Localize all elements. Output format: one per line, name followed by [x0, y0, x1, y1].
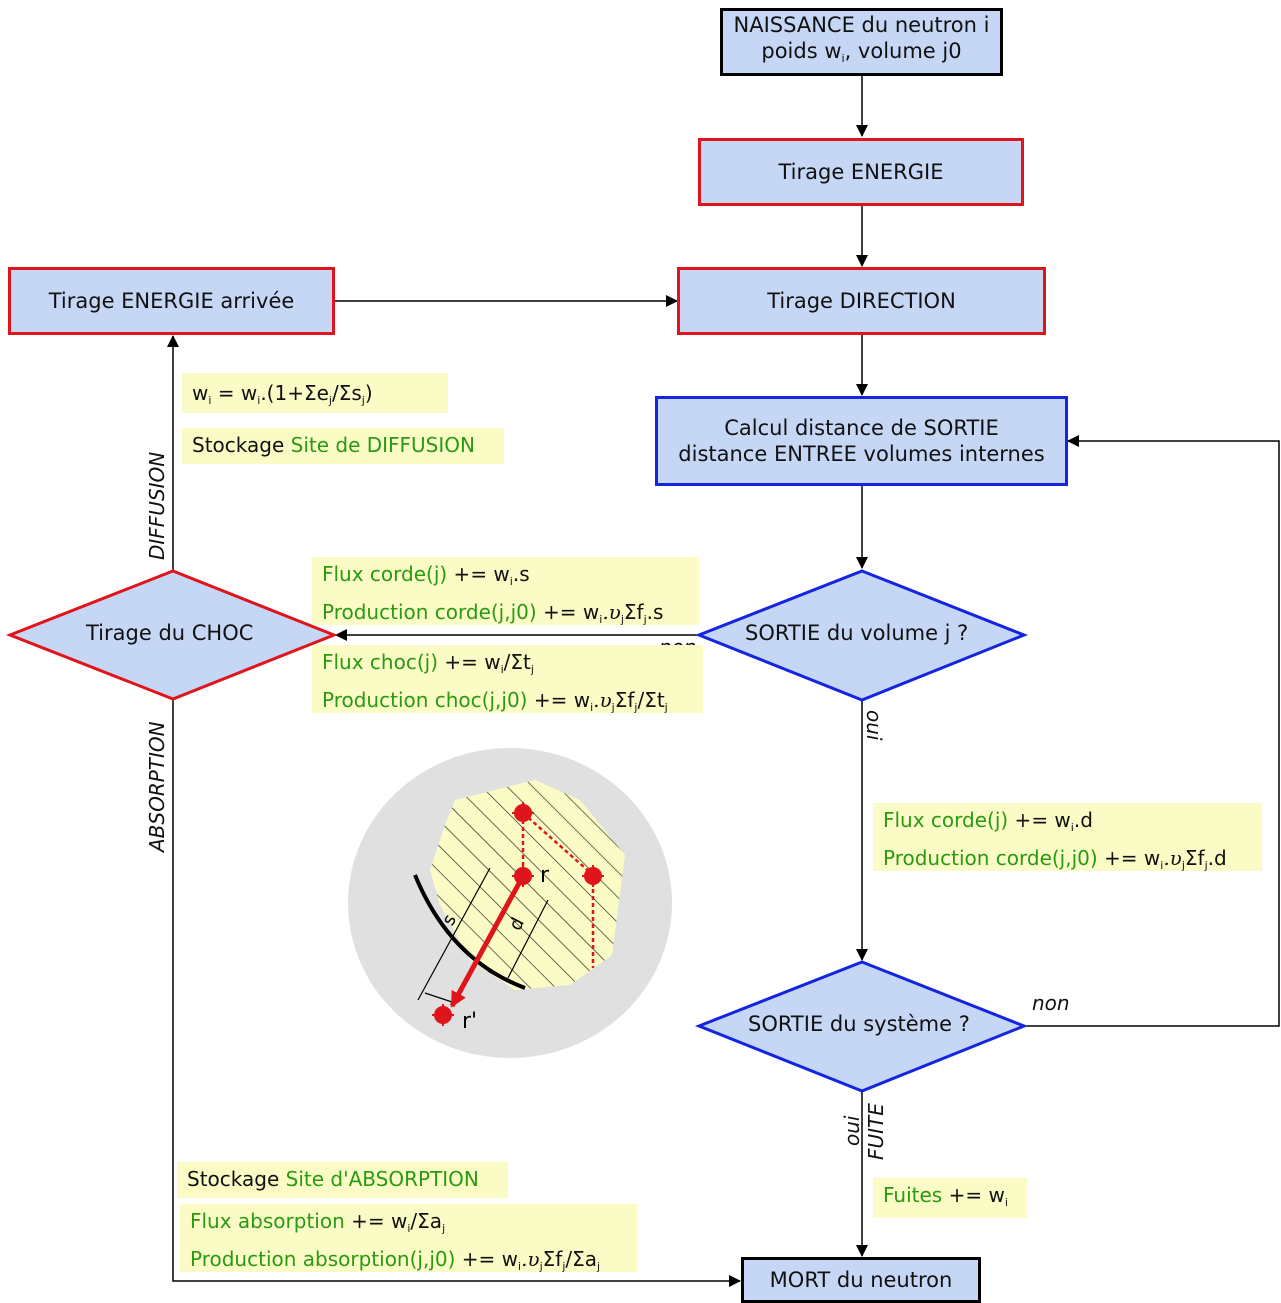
note-fuites: Fuites += wi	[873, 1178, 1027, 1218]
naissance-line1: NAISSANCE du neutron i	[733, 13, 990, 37]
note-flux-corde-s: Flux corde(j) += wi.s Production corde(j…	[312, 557, 699, 626]
edge-label-non-systeme: non	[1032, 991, 1070, 1015]
node-tirage-energie: Tirage ENERGIE	[698, 138, 1024, 206]
note-stockage-diffusion: Stockage Site de DIFFUSION	[182, 428, 504, 464]
node-naissance: NAISSANCE du neutron i poids wi, volume …	[720, 8, 1003, 76]
diamond-sortie-volume	[694, 569, 1029, 702]
note-stockage-absorption: Stockage Site d'ABSORPTION	[177, 1162, 508, 1198]
label-sortie-systeme: SORTIE du système ?	[748, 1012, 970, 1036]
label-sortie-volume: SORTIE du volume j ?	[745, 621, 969, 645]
note-weight-update: wi = wi.(1+Σej/Σsj)	[182, 373, 448, 413]
edge-label-oui-volume: oui	[862, 710, 886, 741]
diamond-sortie-systeme	[694, 960, 1029, 1093]
edge-systeme-calcul	[1024, 435, 1280, 1027]
label-r-prime: r'	[462, 1009, 477, 1034]
edge-label-absorption: ABSORPTION	[145, 721, 169, 852]
trajectory-illustration: r r' s d	[348, 748, 672, 1058]
diamond-tirage-choc	[5, 569, 339, 701]
edge-label-diffusion: DIFFUSION	[145, 451, 169, 560]
edge-label-oui-systeme: oui	[840, 1115, 864, 1146]
node-mort: MORT du neutron	[741, 1257, 981, 1303]
node-tirage-energie-arrivee: Tirage ENERGIE arrivée	[8, 267, 335, 335]
note-flux-absorption: Flux absorption += wi/Σaj Production abs…	[180, 1204, 637, 1273]
note-flux-choc: Flux choc(j) += wi/Σtj Production choc(j…	[312, 645, 703, 714]
edge-choc-mort	[172, 700, 741, 1287]
node-calcul-distance: Calcul distance de SORTIE distance ENTRE…	[655, 396, 1068, 486]
label-tirage-choc: Tirage du CHOC	[86, 621, 254, 645]
node-tirage-direction: Tirage DIRECTION	[677, 267, 1046, 335]
label-r: r	[540, 863, 550, 888]
note-flux-corde-d: Flux corde(j) += wi.d Production corde(j…	[873, 803, 1262, 872]
edge-label-fuite: FUITE	[864, 1103, 888, 1160]
